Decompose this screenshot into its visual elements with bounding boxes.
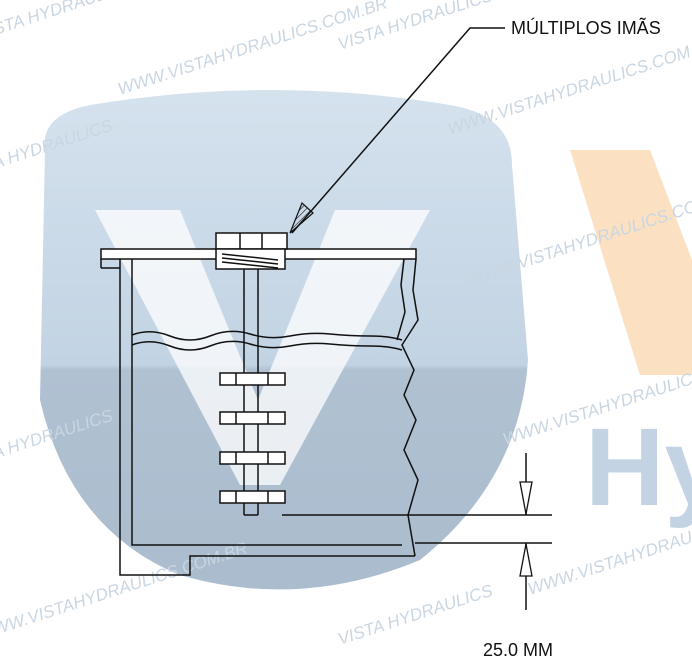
magnet-disc xyxy=(219,490,286,504)
fluid-level-line xyxy=(131,330,403,341)
magnet-disc xyxy=(219,411,286,425)
magnet-disc xyxy=(219,372,286,386)
reservoir-right-break-inner xyxy=(396,258,406,341)
logo-orange-letter xyxy=(570,150,692,375)
magnets-leader xyxy=(289,27,505,234)
leader-arrowhead xyxy=(289,201,314,234)
magnets-label: MÚLTIPLOS IMÃS xyxy=(511,17,661,38)
watermark-text: WWW.VISTAHYDRAULICS.COM.BR xyxy=(0,538,250,643)
watermark-text: WWW.VISTAHYDRAULICS.COM.BR xyxy=(445,33,692,138)
watermark-text: VISTA HYDRAULICS xyxy=(0,0,135,44)
magnet-plug-nut xyxy=(215,232,288,250)
magnet-plug-thread xyxy=(215,248,286,270)
leader-line xyxy=(291,27,505,234)
reservoir-drawing xyxy=(100,232,552,610)
reservoir-right-break-outer xyxy=(401,258,419,557)
reservoir-inner-wall xyxy=(131,259,402,546)
distance-label: 25.0 MM xyxy=(483,640,553,660)
fluid-level-line-lower xyxy=(131,340,403,351)
logo-hy-letters: Hy xyxy=(585,406,692,529)
dimension-arrowhead-up xyxy=(519,543,533,577)
magnet-disc xyxy=(219,451,286,465)
dimension-arrowhead-down xyxy=(519,481,533,515)
reservoir-outer-wall xyxy=(119,259,415,576)
watermark-logo: Hy xyxy=(40,90,692,590)
logo-v-mark xyxy=(95,210,430,485)
magnet-stack xyxy=(219,372,286,504)
watermark-text: VISTA HYDRAULICS xyxy=(335,581,495,649)
